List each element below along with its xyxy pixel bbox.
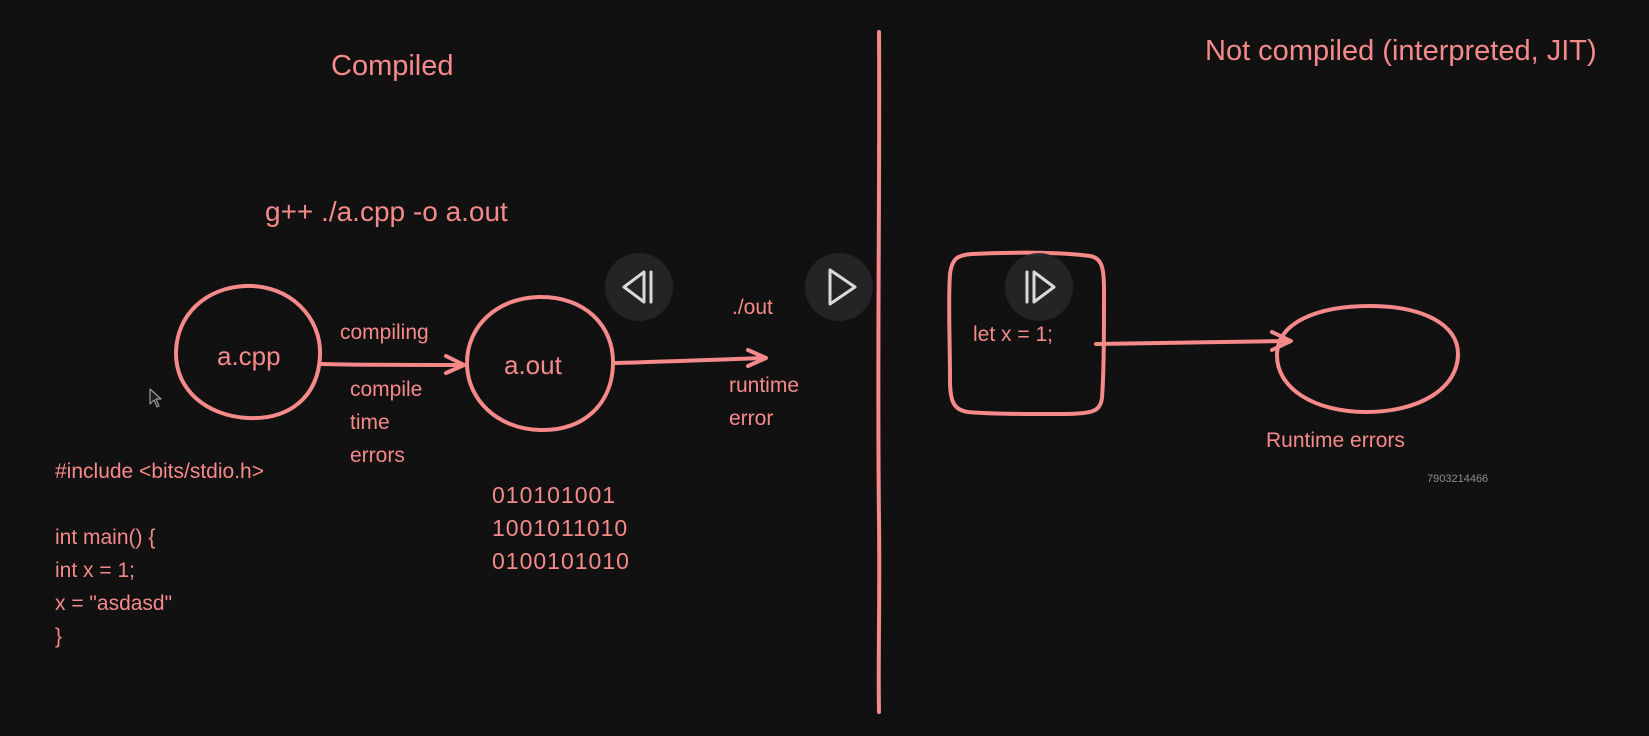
- runtime-error-line-1: runtime: [729, 374, 800, 397]
- code-line-3: int main() {: [55, 526, 156, 549]
- skip-forward-icon: [1025, 270, 1056, 304]
- mouse-cursor-icon: [149, 388, 162, 408]
- play-button[interactable]: [805, 253, 873, 321]
- play-icon: [828, 268, 857, 306]
- source-node-label: a.cpp: [217, 341, 281, 371]
- runtime-error-line-2: error: [729, 407, 774, 430]
- source-node-circle: [173, 283, 323, 421]
- compile-arrow: [319, 362, 464, 367]
- skip-back-icon: [622, 270, 653, 304]
- code-line-4: int x = 1;: [55, 559, 135, 582]
- output-node-label: a.out: [504, 350, 562, 380]
- compiled-title: Compiled: [331, 50, 454, 82]
- box-code-label: let x = 1;: [973, 323, 1053, 346]
- code-line-1: #include <bits/stdio.h>: [55, 460, 264, 483]
- compiling-label: compiling: [340, 321, 429, 344]
- compile-time-errors-line-2: time: [350, 411, 390, 434]
- code-line-6: }: [55, 625, 63, 648]
- compile-time-errors-line-1: compile: [350, 378, 423, 401]
- runtime-ellipse: [1274, 303, 1461, 415]
- run-arrow: [613, 356, 766, 365]
- code-line-5: x = "asdasd": [55, 592, 173, 615]
- run-command-label: ./out: [732, 296, 773, 319]
- compile-time-errors-line-3: errors: [350, 444, 405, 467]
- output-node-circle: [464, 294, 616, 433]
- divider-line: [876, 30, 882, 714]
- binary-line-1: 010101001: [492, 482, 617, 508]
- compile-arrow-head: [444, 354, 466, 375]
- run-arrow-head: [746, 348, 768, 368]
- previous-button[interactable]: [605, 253, 673, 321]
- interpret-arrow: [1094, 339, 1292, 346]
- next-button[interactable]: [1005, 253, 1073, 321]
- not-compiled-title: Not compiled (interpreted, JIT): [1205, 35, 1597, 67]
- compile-command: g++ ./a.cpp -o a.out: [265, 196, 508, 227]
- source-box: [947, 250, 1107, 417]
- watermark-number: 7903214466: [1427, 473, 1489, 485]
- binary-line-3: 0100101010: [492, 548, 630, 574]
- binary-line-2: 1001011010: [492, 515, 629, 541]
- runtime-errors-label: Runtime errors: [1266, 429, 1405, 452]
